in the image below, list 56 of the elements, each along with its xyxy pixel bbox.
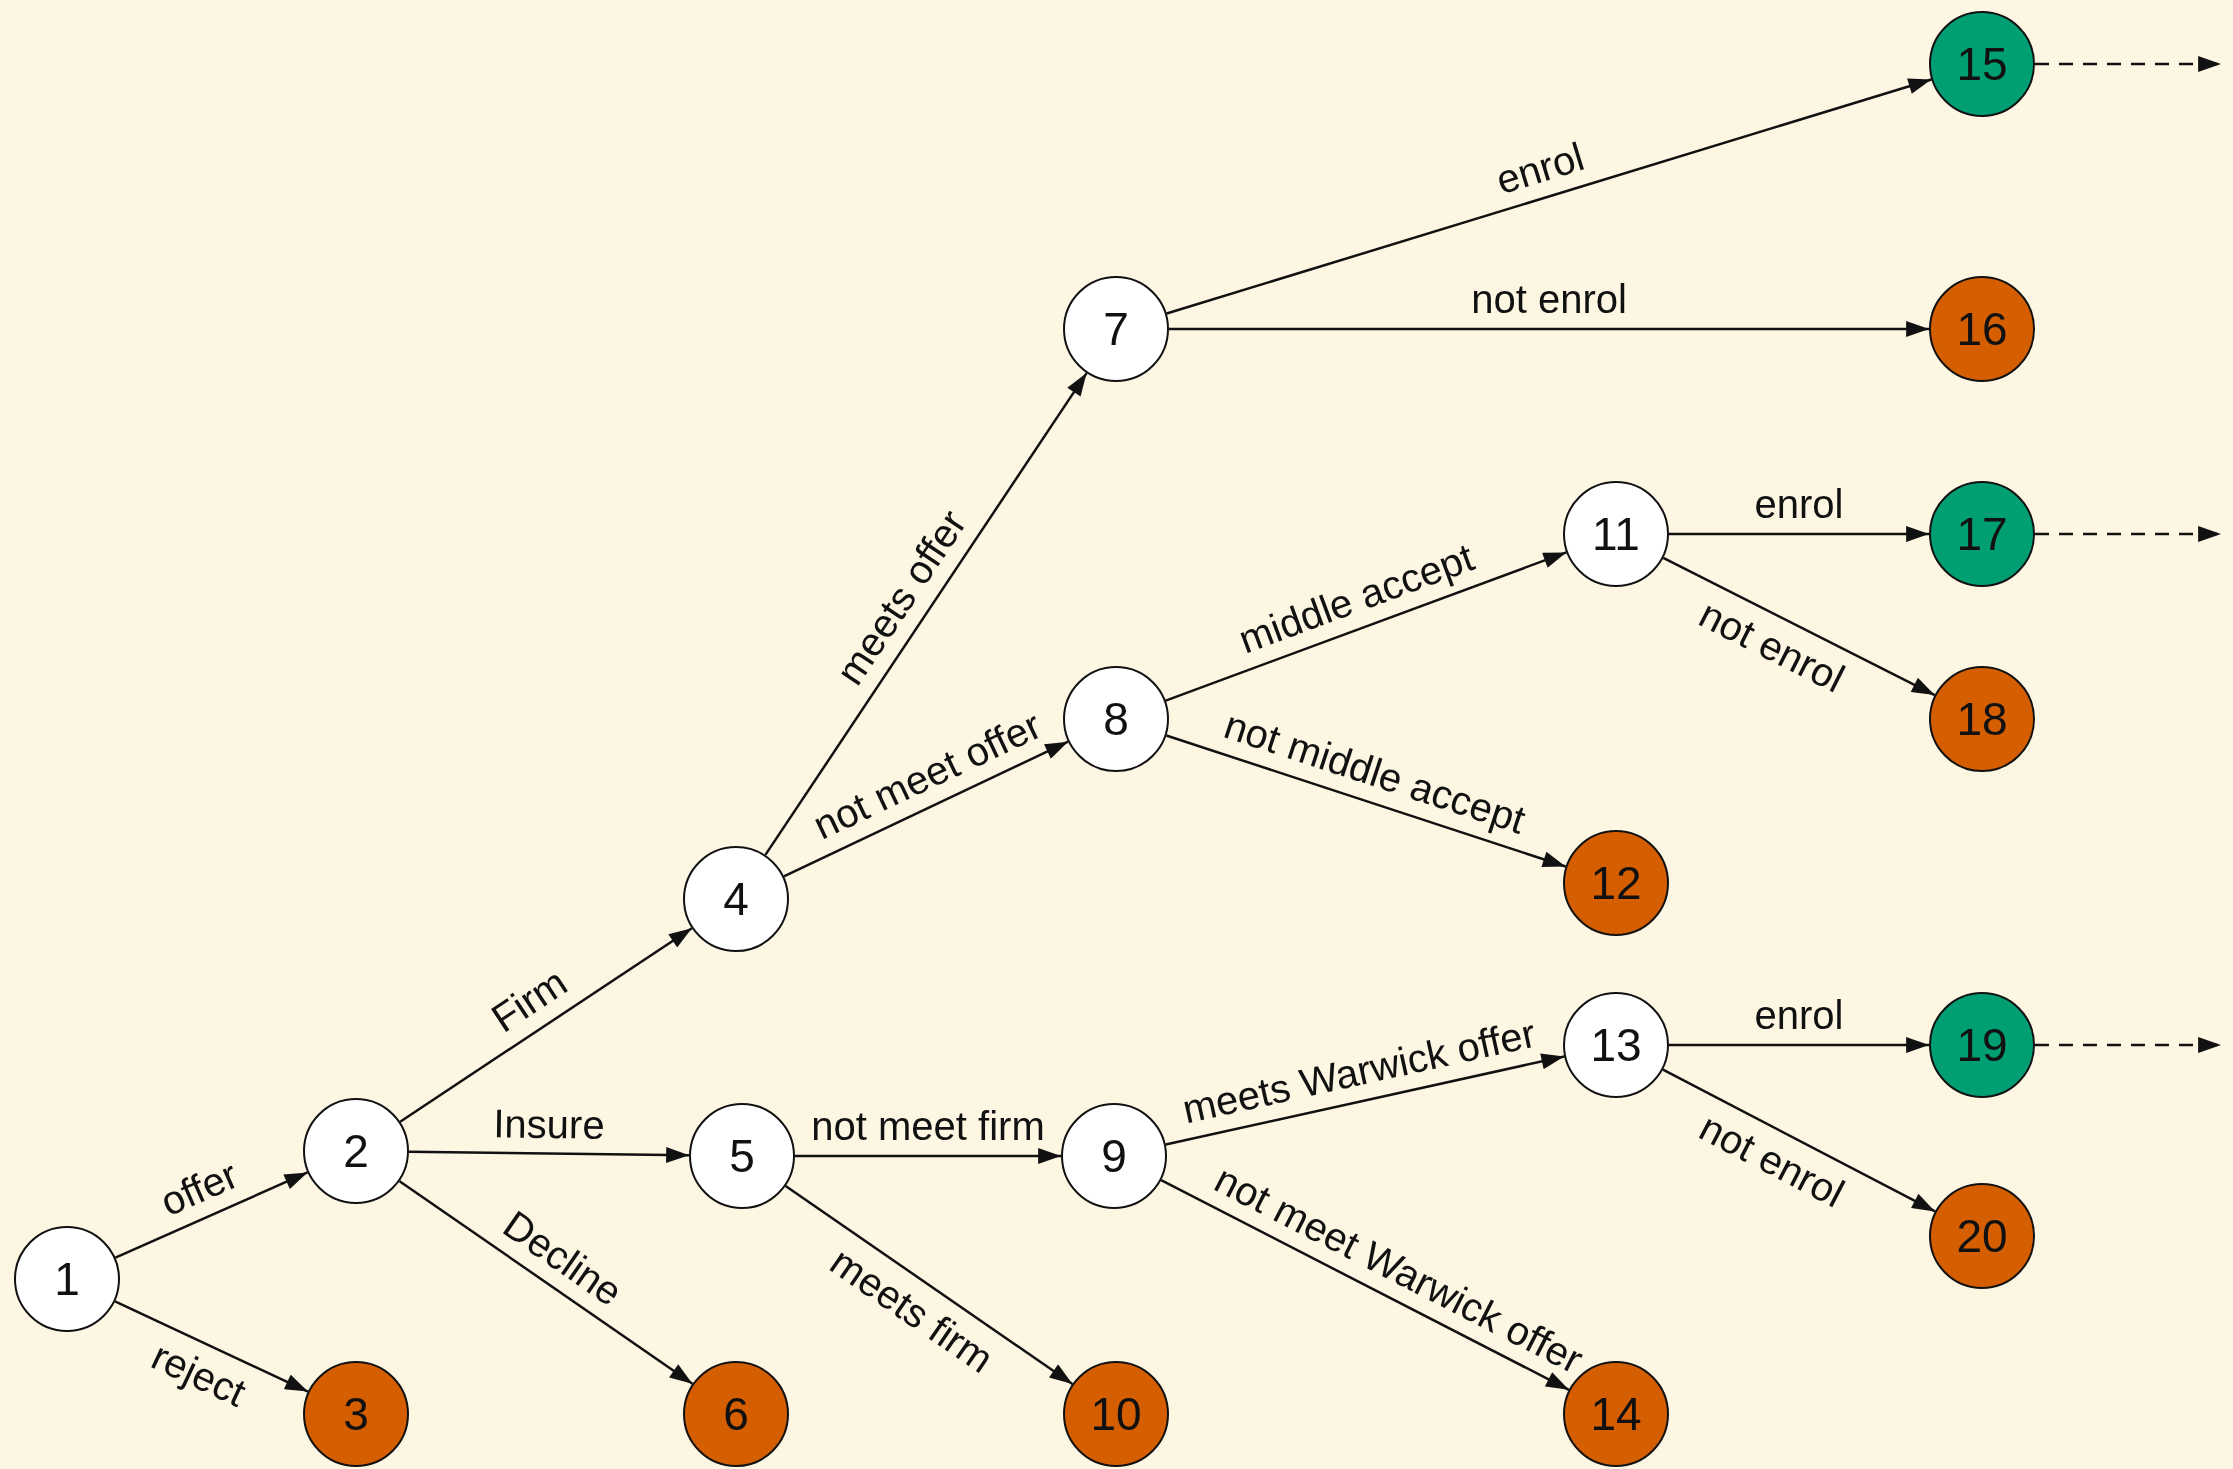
arrow: [1169, 321, 1929, 337]
arrow: [114, 1171, 309, 1259]
arrow: [1160, 1179, 1570, 1391]
edge-label: not meet firm: [811, 1104, 1045, 1148]
edge-label: not enrol: [1692, 591, 1852, 702]
edge-label: not meet offer: [806, 702, 1048, 848]
state-circle: 19: [1929, 992, 2035, 1098]
arrow: [764, 372, 1088, 856]
arrow: [1669, 1037, 1929, 1053]
state-circle: 13: [1563, 992, 1669, 1098]
edge-label: enrol: [1491, 133, 1590, 202]
edge-label: not middle accept: [1219, 702, 1532, 843]
arrow: [2035, 56, 2221, 72]
arrow: [1165, 734, 1567, 868]
edge-label: enrol: [1754, 482, 1844, 526]
edge-label: reject: [145, 1333, 253, 1415]
state-circle: 18: [1929, 666, 2035, 772]
arrow: [1669, 526, 1929, 542]
state-circle: 3: [303, 1361, 409, 1467]
state-circle: 1: [14, 1226, 120, 1332]
state-circle: 15: [1929, 11, 2035, 117]
arrow: [399, 927, 693, 1123]
arrow: [795, 1148, 1061, 1164]
edge-label: middle accept: [1232, 534, 1479, 662]
arrow: [1662, 556, 1936, 697]
arrow: [398, 1180, 694, 1385]
edge-label: not enrol: [1471, 277, 1627, 321]
edge-label: enrol: [1754, 993, 1844, 1037]
state-circle: 8: [1063, 666, 1169, 772]
state-circle: 17: [1929, 481, 2035, 587]
arrow: [1165, 1053, 1565, 1146]
state-circle: 10: [1063, 1361, 1169, 1467]
state-circle: 16: [1929, 276, 2035, 382]
edge-label: meets Warwick offer: [1177, 1010, 1540, 1132]
arrow: [2035, 1037, 2221, 1053]
state-circle: 9: [1061, 1103, 1167, 1209]
arrow: [1166, 78, 1932, 315]
arrow: [1165, 551, 1567, 702]
arrow: [114, 1300, 309, 1393]
edge-label: not enrol: [1692, 1104, 1851, 1216]
arrow: [409, 1147, 689, 1163]
arrow: [783, 740, 1069, 878]
state-circle: 4: [683, 846, 789, 952]
edge-label: offer: [154, 1151, 245, 1224]
arrow: [2035, 526, 2221, 542]
arrow: [1662, 1068, 1936, 1213]
state-circle: 7: [1063, 276, 1169, 382]
state-circle: 11: [1563, 481, 1669, 587]
state-circle: 6: [683, 1361, 789, 1467]
state-circle: 2: [303, 1098, 409, 1204]
arrow: [784, 1185, 1074, 1385]
state-circle: 12: [1563, 830, 1669, 936]
edge-label: Insure: [493, 1100, 606, 1147]
state-circle: 20: [1929, 1183, 2035, 1289]
state-circle: 5: [689, 1103, 795, 1209]
edge-label: Firm: [483, 959, 575, 1041]
